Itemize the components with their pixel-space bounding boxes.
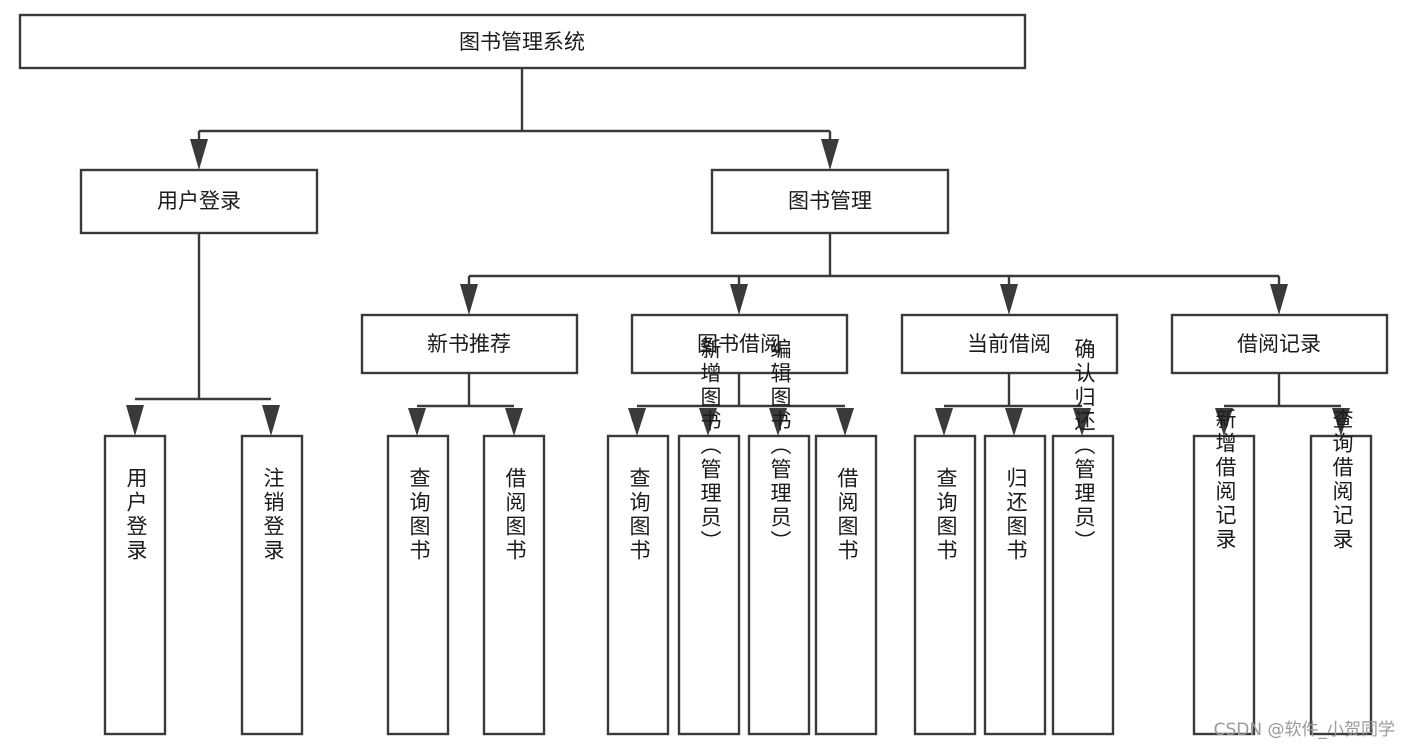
arrow-head-leaf-user-login (126, 405, 144, 436)
node-user-login[interactable]: 用户登录 (79, 168, 319, 235)
node-leaf-return-book-box[interactable] (983, 434, 1047, 736)
node-leaf-query-book-borrow[interactable]: 查询图书 (606, 434, 670, 736)
arrow-head-book-manage (821, 139, 839, 170)
node-leaf-query-book-borrow-label: 查询图书 (627, 467, 651, 563)
node-borrow-record[interactable]: 借阅记录 (1170, 313, 1389, 375)
node-leaf-return-book[interactable]: 归还图书 (983, 434, 1047, 736)
connector-group-book-manage (460, 233, 1288, 315)
node-root[interactable]: 图书管理系统 (18, 13, 1027, 70)
node-leaf-return-book-label: 归还图书 (1004, 467, 1028, 563)
connector-group-user-login (126, 233, 280, 436)
node-leaf-add-record-label: 新增借阅记录 (1213, 408, 1237, 552)
connector-group-new-book-recommend (408, 373, 523, 436)
arrow-head-leaf-add-book (699, 408, 717, 436)
arrow-head-leaf-borrow-book (836, 408, 854, 436)
node-new-book-recommend[interactable]: 新书推荐 (360, 313, 579, 375)
node-borrow-record-box[interactable] (1170, 313, 1389, 375)
node-leaf-query-book-current-label: 查询图书 (934, 467, 958, 563)
node-leaf-query-book-current[interactable]: 查询图书 (913, 434, 977, 736)
arrow-head-leaf-query-record (1332, 408, 1350, 436)
node-leaf-add-record[interactable]: 新增借阅记录 (1192, 408, 1256, 736)
node-leaf-query-book-borrow-box[interactable] (606, 434, 670, 736)
node-leaf-query-record-label: 查询借阅记录 (1330, 408, 1354, 552)
arrow-head-leaf-query-book-rec (408, 408, 426, 436)
connector-group-root (190, 68, 839, 170)
node-leaf-query-book-rec[interactable]: 查询图书 (386, 434, 450, 736)
connector-group-borrow-record (1215, 373, 1350, 436)
node-leaf-edit-book-box[interactable] (747, 434, 811, 736)
node-book-borrow[interactable]: 图书借阅 (630, 313, 849, 375)
node-leaf-add-book-box[interactable] (677, 434, 741, 736)
node-new-book-recommend-label: 新书推荐 (427, 332, 511, 356)
node-leaf-confirm-return-label: 确认归还（管理员） (1072, 338, 1096, 554)
node-new-book-recommend-box[interactable] (360, 313, 579, 375)
arrow-head-leaf-query-book-current (935, 408, 953, 436)
node-leaf-user-login[interactable]: 用户登录 (103, 434, 167, 736)
node-root-box[interactable] (18, 13, 1027, 70)
node-current-borrow[interactable]: 当前借阅 (900, 313, 1119, 375)
node-user-login-label: 用户登录 (157, 189, 241, 213)
node-leaf-add-book-label: 新增图书（管理员） (698, 338, 722, 554)
arrow-head-leaf-query-book-borrow (628, 408, 646, 436)
node-leaf-confirm-return-box[interactable] (1051, 434, 1115, 736)
node-leaf-user-logout-label: 注销登录 (261, 467, 285, 563)
arrow-head-new-book-recommend (460, 284, 478, 315)
node-leaf-edit-book-label: 编辑图书（管理员） (768, 338, 792, 554)
node-leaf-query-record[interactable]: 查询借阅记录 (1309, 408, 1373, 736)
node-leaf-confirm-return[interactable]: 确认归还（管理员） (1051, 338, 1115, 736)
node-leaf-user-logout-box[interactable] (240, 434, 304, 736)
node-book-borrow-label: 图书借阅 (697, 332, 781, 356)
node-leaf-borrow-book-rec-label: 借阅图书 (503, 467, 527, 563)
node-book-manage-label: 图书管理 (788, 189, 872, 213)
node-current-borrow-box[interactable] (900, 313, 1119, 375)
arrow-head-book-borrow (730, 284, 748, 315)
arrow-head-leaf-edit-book (769, 408, 787, 436)
node-leaf-user-login-label: 用户登录 (124, 467, 148, 563)
arrow-head-user-login (190, 139, 208, 170)
node-current-borrow-label: 当前借阅 (967, 332, 1051, 356)
arrow-head-leaf-borrow-book-rec (505, 408, 523, 436)
arrow-head-leaf-user-logout (262, 405, 280, 436)
node-leaf-query-book-current-box[interactable] (913, 434, 977, 736)
node-book-manage-box[interactable] (710, 168, 950, 235)
node-leaf-edit-book[interactable]: 编辑图书（管理员） (747, 338, 811, 736)
node-leaf-borrow-book[interactable]: 借阅图书 (814, 434, 878, 736)
node-leaf-borrow-book-rec[interactable]: 借阅图书 (482, 434, 546, 736)
arrow-head-current-borrow (1000, 284, 1018, 315)
node-root-label: 图书管理系统 (459, 30, 585, 54)
arrow-head-leaf-add-record (1215, 408, 1233, 436)
node-leaf-borrow-book-box[interactable] (814, 434, 878, 736)
node-user-login-box[interactable] (79, 168, 319, 235)
node-leaf-user-logout[interactable]: 注销登录 (240, 434, 304, 736)
csdn-watermark: CSDN @软件_小贺同学 (1213, 720, 1395, 740)
node-leaf-query-book-rec-box[interactable] (386, 434, 450, 736)
node-leaf-add-book[interactable]: 新增图书（管理员） (677, 338, 741, 736)
node-book-manage[interactable]: 图书管理 (710, 168, 950, 235)
node-leaf-user-login-box[interactable] (103, 434, 167, 736)
node-leaf-query-record-box[interactable] (1309, 434, 1373, 736)
node-leaf-borrow-book-label: 借阅图书 (835, 467, 859, 563)
node-borrow-record-label: 借阅记录 (1237, 332, 1321, 356)
node-leaf-borrow-book-rec-box[interactable] (482, 434, 546, 736)
node-leaf-query-book-rec-label: 查询图书 (407, 467, 431, 563)
arrow-head-borrow-record (1270, 284, 1288, 315)
connector-group-current-borrow (935, 373, 1091, 436)
node-book-borrow-box[interactable] (630, 313, 849, 375)
arrow-head-leaf-return-book (1005, 408, 1023, 436)
node-leaf-add-record-box[interactable] (1192, 434, 1256, 736)
arrow-head-leaf-confirm-return (1073, 408, 1091, 436)
connector-group-book-borrow (628, 373, 854, 436)
